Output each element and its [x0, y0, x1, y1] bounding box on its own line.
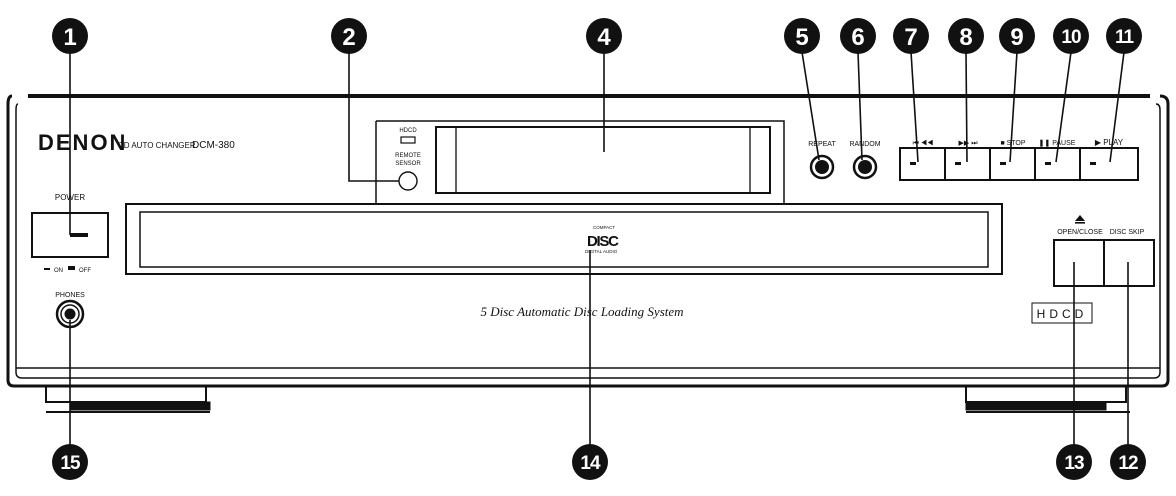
power-button-indicator — [70, 233, 88, 237]
svg-text:1: 1 — [63, 24, 76, 51]
power-off-label: OFF — [79, 268, 91, 274]
model-name: DCM-380 — [192, 140, 235, 151]
skip-back-label: ⏮ ◀◀ — [913, 139, 934, 147]
hdcd-badge-text: HDCD — [1037, 307, 1088, 321]
random-button-cap — [858, 160, 872, 174]
callout-badge-13: 13 — [1056, 444, 1092, 480]
disc-skip-label: DISC SKIP — [1110, 229, 1145, 236]
repeat-button-cap — [815, 160, 829, 174]
power-on-icon — [44, 268, 50, 270]
svg-text:7: 7 — [904, 24, 917, 51]
svg-text:13: 13 — [1064, 453, 1084, 474]
svg-text:8: 8 — [959, 24, 972, 51]
callout-badge-9: 9 — [999, 18, 1035, 54]
transport-buttons — [899, 147, 1139, 181]
callout-badge-10: 10 — [1053, 18, 1089, 54]
svg-text:5: 5 — [795, 24, 808, 51]
callout-badge-12: 12 — [1110, 444, 1146, 480]
remote-sensor-label-2: SENSOR — [395, 161, 421, 167]
svg-text:15: 15 — [60, 453, 81, 474]
svg-text:12: 12 — [1118, 453, 1138, 474]
callout-badge-15: 15 — [52, 444, 88, 480]
callout-badge-1: 1 — [52, 18, 88, 54]
compact-disc-logo: COMPACT DISC DIGITAL AUDIO — [585, 225, 619, 254]
stop-button[interactable] — [989, 147, 1036, 181]
play-button[interactable] — [1079, 147, 1139, 181]
stop-label: ■ STOP — [1000, 140, 1025, 147]
left-foot — [45, 385, 211, 413]
remote-sensor-label-1: REMOTE — [395, 153, 421, 159]
disc-skip-button[interactable] — [1103, 239, 1155, 287]
callout-leader-lines — [69, 51, 1129, 446]
svg-text:10: 10 — [1061, 27, 1081, 48]
callout-badge-5: 5 — [784, 18, 820, 54]
random-label: RANDOM — [849, 141, 880, 148]
svg-text:2: 2 — [342, 24, 355, 51]
remote-sensor-window — [398, 171, 418, 191]
cd-logo-main: DISC — [587, 233, 619, 250]
display-panel — [375, 120, 785, 204]
svg-text:6: 6 — [851, 24, 864, 51]
cd-logo-top: COMPACT — [593, 225, 615, 230]
pause-label: ❚❚ PAUSE — [1039, 139, 1076, 147]
callout-badge-7: 7 — [893, 18, 929, 54]
hdcd-indicator-led — [400, 136, 416, 144]
callout-badge-4: 4 — [586, 18, 622, 54]
right-foot — [965, 385, 1130, 413]
chassis — [6, 94, 1170, 388]
model-prefix: CD AUTO CHANGER — [118, 141, 196, 150]
svg-text:11: 11 — [1115, 27, 1135, 48]
phones-jack-hole — [64, 308, 76, 320]
svg-text:4: 4 — [597, 24, 611, 51]
brand-logo: DENON — [38, 130, 127, 155]
phones-label: PHONES — [55, 292, 85, 299]
power-button[interactable] — [31, 212, 109, 258]
play-label: ▶ PLAY — [1095, 138, 1124, 147]
skip-forward-label: ▶▶ ⏭ — [958, 140, 978, 147]
eject-icon-bar — [1075, 222, 1085, 224]
power-on-label: ON — [54, 268, 63, 274]
transport-button-marks — [910, 162, 1096, 165]
skip-back-button[interactable] — [899, 147, 946, 181]
svg-text:9: 9 — [1010, 24, 1023, 51]
cd-logo-bottom: DIGITAL AUDIO — [585, 249, 618, 254]
repeat-label: REPEAT — [808, 141, 836, 148]
open-close-button[interactable] — [1053, 239, 1105, 287]
callout-badge-2: 2 — [331, 18, 367, 54]
callout-badge-6: 6 — [840, 18, 876, 54]
eject-icon — [1075, 215, 1085, 221]
disc-tray[interactable] — [125, 203, 1003, 275]
power-off-icon — [68, 266, 75, 270]
svg-text:14: 14 — [580, 453, 601, 474]
hdcd-indicator-label: HDCD — [399, 128, 417, 134]
callout-badge-14: 14 — [572, 444, 608, 480]
open-close-label: OPEN/CLOSE — [1057, 229, 1103, 236]
tagline: 5 Disc Automatic Disc Loading System — [480, 304, 683, 319]
hdcd-badge-logo: HDCD — [1031, 302, 1093, 324]
callout-badge-11: 11 — [1106, 18, 1142, 54]
callout-badge-8: 8 — [948, 18, 984, 54]
